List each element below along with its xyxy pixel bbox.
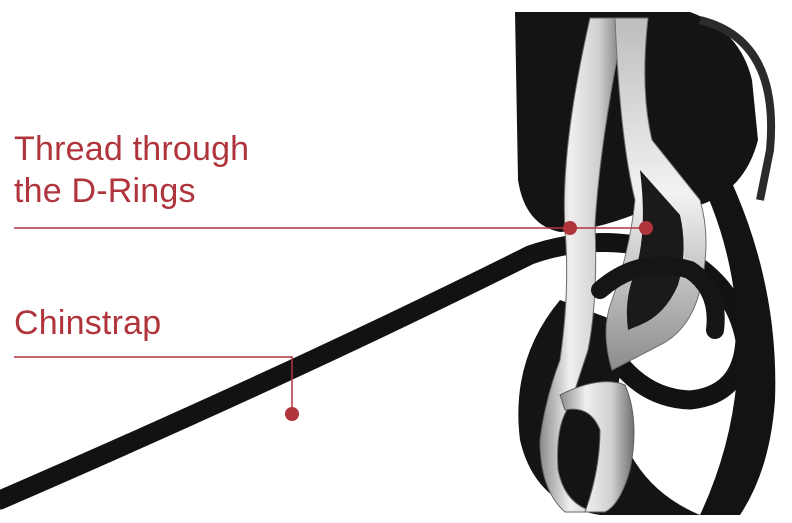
d-ring-callout-label: Thread through the D-Rings — [14, 128, 249, 212]
chinstrap-callout-label: Chinstrap — [14, 302, 161, 344]
d-ring-callout-line2: the D-Rings — [14, 170, 249, 212]
chinstrap-callout-dot — [285, 407, 299, 421]
d-ring-callout-line1: Thread through — [14, 128, 249, 170]
d-ring-callout-dot-left — [563, 221, 577, 235]
d-ring-callout-dot-right — [639, 221, 653, 235]
